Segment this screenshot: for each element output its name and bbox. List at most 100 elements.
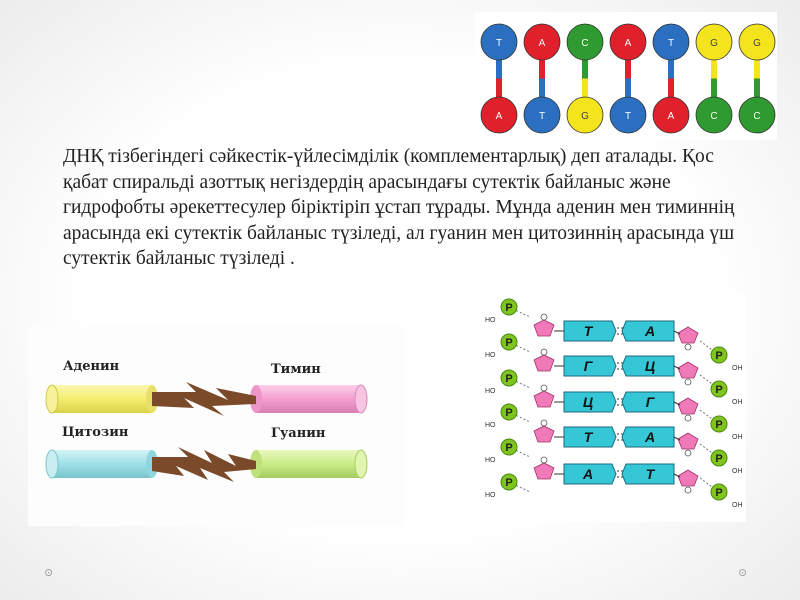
- hydroxyl-right: OH: [732, 365, 743, 372]
- sugar-oxygen: [540, 456, 548, 464]
- guanine-cylinder: [250, 449, 368, 479]
- glycosidic-bond: [673, 436, 681, 441]
- hydroxyl-left: HO: [485, 457, 496, 464]
- phosphate-label: P: [505, 337, 512, 349]
- base-label-top: C: [581, 38, 588, 49]
- sugar-right: [677, 397, 699, 415]
- corner-ornament-right: ⊙: [738, 566, 748, 579]
- sugar-oxygen: [684, 343, 692, 351]
- base-circle-top: [695, 23, 733, 61]
- base-letter-left: Т: [584, 429, 594, 445]
- phosphate-left: [500, 403, 518, 421]
- base-block-left: [563, 426, 617, 448]
- base-circle-bottom: [652, 96, 690, 134]
- base-block-right: [621, 355, 675, 377]
- base-label-top: A: [625, 38, 632, 49]
- base-circle-bottom: [609, 96, 647, 134]
- base-circle-top: [609, 23, 647, 61]
- hydroxyl-left: HO: [485, 422, 496, 429]
- phosphate-label: P: [715, 419, 722, 431]
- base-letter-right: Г: [646, 394, 656, 410]
- phosphate-label: P: [715, 350, 722, 362]
- phosphate-right: [710, 449, 728, 467]
- base-block-right: [621, 320, 675, 342]
- glycosidic-bond: [673, 473, 681, 478]
- base-block-right: [621, 463, 675, 485]
- connector-bottom-half: [711, 78, 717, 97]
- base-block-left: [563, 355, 617, 377]
- base-label-top: T: [496, 38, 502, 49]
- hydroxyl-right: OH: [732, 399, 743, 406]
- glycosidic-bond: [673, 365, 681, 370]
- adenine-thymine-bonds: [152, 382, 256, 416]
- base-block-left: [563, 463, 617, 485]
- base-letter-right: А: [644, 323, 655, 339]
- base-block-left: [563, 391, 617, 413]
- glycosidic-bond: [673, 330, 681, 335]
- phosphate-label: P: [715, 384, 722, 396]
- base-label-bottom: C: [753, 111, 760, 122]
- base-circle-bottom: [523, 96, 561, 134]
- phosphate-left: [500, 473, 518, 491]
- base-label-bottom: A: [668, 111, 675, 122]
- base-label-top: A: [539, 38, 546, 49]
- adenine-cylinder: [45, 384, 158, 414]
- sugar-left: [533, 462, 555, 480]
- base-circle-top: [480, 23, 518, 61]
- phosphate-label: P: [715, 487, 722, 499]
- base-circle-bottom: [695, 96, 733, 134]
- sugar-oxygen: [684, 486, 692, 494]
- adenine-label: Аденин: [63, 359, 120, 374]
- corner-ornament-left: ⊙: [44, 566, 54, 579]
- sugar-right: [677, 361, 699, 379]
- base-circle-bottom: [480, 96, 518, 134]
- sugar-left: [533, 390, 555, 408]
- phosphate-label: P: [505, 373, 512, 385]
- sugar-oxygen: [540, 419, 548, 427]
- sugar-oxygen: [684, 449, 692, 457]
- base-label-bottom: T: [539, 111, 545, 122]
- phosphate-label: P: [505, 302, 512, 314]
- sugar-oxygen: [540, 348, 548, 356]
- base-letter-left: Т: [584, 323, 594, 339]
- connector-bottom-half: [496, 78, 502, 97]
- base-circle-bottom: [566, 96, 604, 134]
- phosphate-right: [710, 346, 728, 364]
- base-label-top: T: [668, 38, 674, 49]
- base-block-right: [621, 391, 675, 413]
- base-circle-bottom: [738, 96, 776, 134]
- base-label-bottom: C: [710, 111, 717, 122]
- base-letter-left: Г: [584, 358, 594, 374]
- thymine-label: Тимин: [271, 362, 321, 377]
- connector-bottom-half: [668, 78, 674, 97]
- glycosidic-bond: [673, 401, 681, 406]
- sugar-oxygen: [684, 378, 692, 386]
- connector-bottom-half: [625, 78, 631, 97]
- phosphate-right: [710, 415, 728, 433]
- sugar-left: [533, 354, 555, 372]
- phosphate-left: [500, 333, 518, 351]
- phosphate-label: P: [505, 442, 512, 454]
- bases-bonding-svg: [45, 382, 368, 482]
- sugar-oxygen: [540, 313, 548, 321]
- base-label-top: G: [710, 38, 718, 49]
- bases-bonding-diagram: Аденин Тимин Цитозин Гуанин: [28, 326, 405, 526]
- sugar-oxygen: [684, 414, 692, 422]
- thymine-cylinder: [250, 384, 368, 414]
- cytosine-label: Цитозин: [62, 425, 129, 440]
- connector-bottom-half: [582, 78, 588, 97]
- base-letter-left: Ц: [583, 394, 593, 410]
- hydroxyl-left: HO: [485, 492, 496, 499]
- base-letter-right: Ц: [645, 358, 655, 374]
- hydroxyl-left: HO: [485, 352, 496, 359]
- sugar-right: [677, 469, 699, 487]
- complementarity-paragraph: ДНҚ тізбегіндегі сәйкестік-үйлесімділік …: [63, 146, 735, 269]
- phosphate-label: P: [715, 453, 722, 465]
- connector-bottom-half: [539, 78, 545, 97]
- base-block-left: [563, 320, 617, 342]
- base-label-bottom: A: [496, 111, 503, 122]
- hydroxyl-left: HO: [485, 388, 496, 395]
- base-letter-right: А: [644, 429, 655, 445]
- hydroxyl-left: HO: [485, 317, 496, 324]
